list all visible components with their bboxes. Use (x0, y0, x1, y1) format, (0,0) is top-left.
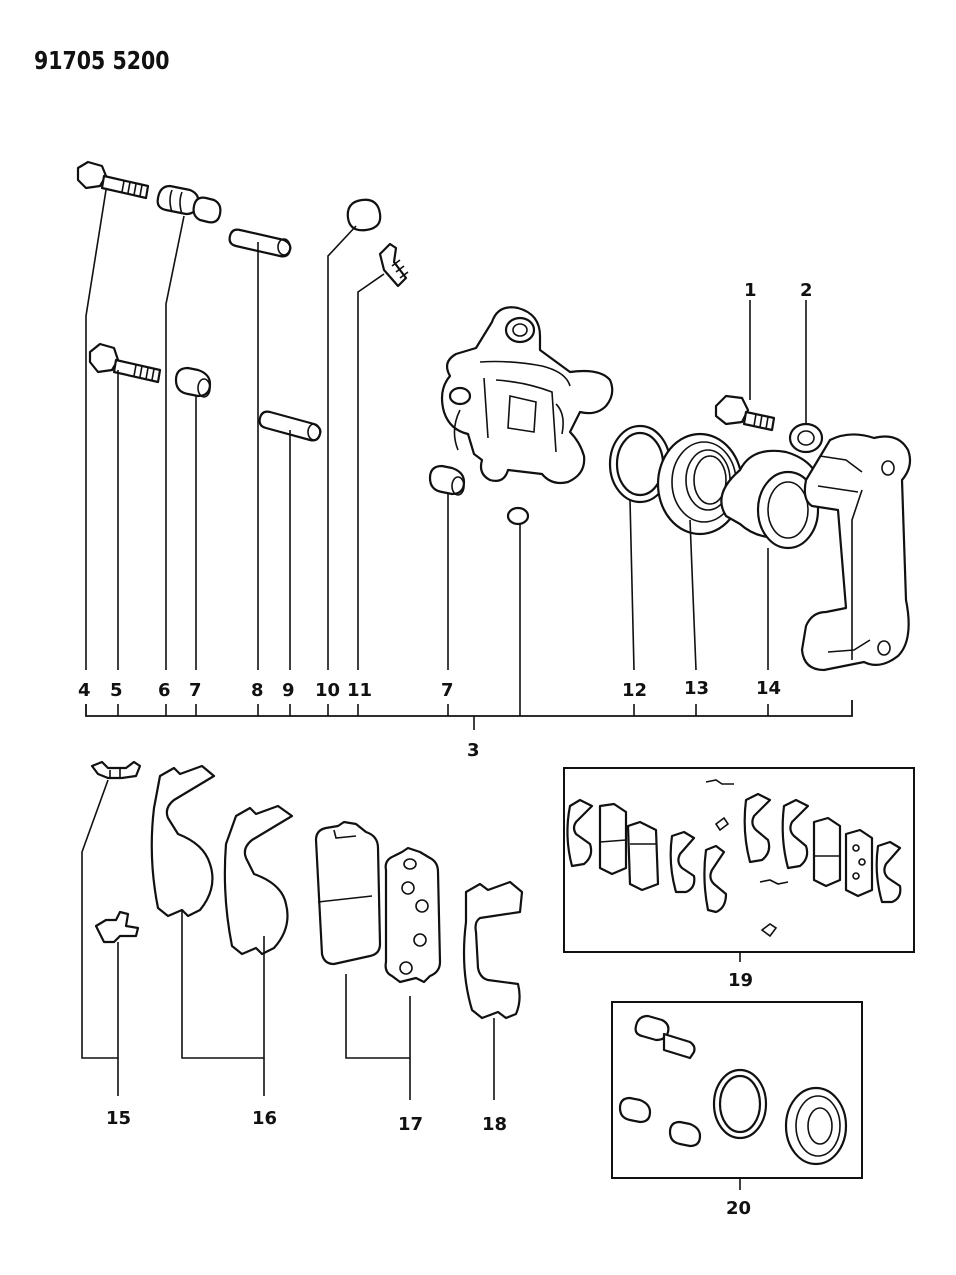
callout-18: 18 (482, 1114, 507, 1135)
anti-squeal-shim (462, 880, 524, 1020)
seal-kit-box (611, 1001, 863, 1190)
pad-kit-box (563, 767, 915, 962)
pad-clip (90, 760, 142, 944)
shim-outer (150, 764, 216, 918)
document-number: 91705 5200 (34, 46, 170, 75)
callout-4: 4 (78, 680, 91, 701)
shim-inner (223, 804, 294, 956)
callout-17: 17 (398, 1114, 423, 1135)
guide-bolt (88, 342, 162, 384)
callout-3: 3 (467, 740, 480, 761)
lock-washer (788, 422, 824, 454)
callout-15: 15 (106, 1108, 131, 1129)
callout-10: 10 (315, 680, 340, 701)
callout-8: 8 (251, 680, 264, 701)
callout-7-left: 7 (189, 680, 202, 701)
callout-12: 12 (622, 680, 647, 701)
caliper-support-bracket (800, 433, 912, 672)
brake-pad-inner (314, 820, 382, 966)
bleeder-cap (346, 198, 382, 232)
sleeve-8 (228, 228, 292, 258)
callout-14: 14 (756, 678, 781, 699)
bleeder-screw (378, 242, 409, 288)
callout-11: 11 (347, 680, 372, 701)
brake-pad-outer (384, 846, 442, 984)
callout-5: 5 (110, 680, 123, 701)
callout-9: 9 (282, 680, 295, 701)
caliper-body (440, 306, 614, 526)
callout-6: 6 (158, 680, 171, 701)
dust-boot (656, 432, 744, 536)
bushing-lower (428, 464, 466, 496)
callout-numbers: 1 2 4 5 6 7 8 9 10 11 7 12 13 14 3 15 16… (78, 280, 813, 1219)
callout-13: 13 (684, 678, 709, 699)
callout-2: 2 (800, 280, 813, 301)
piston (720, 449, 822, 550)
sleeve-9 (258, 410, 322, 442)
callout-1: 1 (744, 280, 757, 301)
guide-bolt-long (76, 160, 150, 200)
callout-leaders-bottom (81, 779, 495, 1100)
callout-leaders-top (85, 189, 863, 730)
callout-7-right: 7 (441, 680, 454, 701)
mounting-bolt (714, 394, 776, 432)
bushing-upper (174, 366, 212, 398)
guide-pin-boot (156, 184, 222, 224)
callout-19: 19 (728, 970, 753, 991)
callout-16: 16 (252, 1108, 277, 1129)
callout-20: 20 (726, 1198, 751, 1219)
